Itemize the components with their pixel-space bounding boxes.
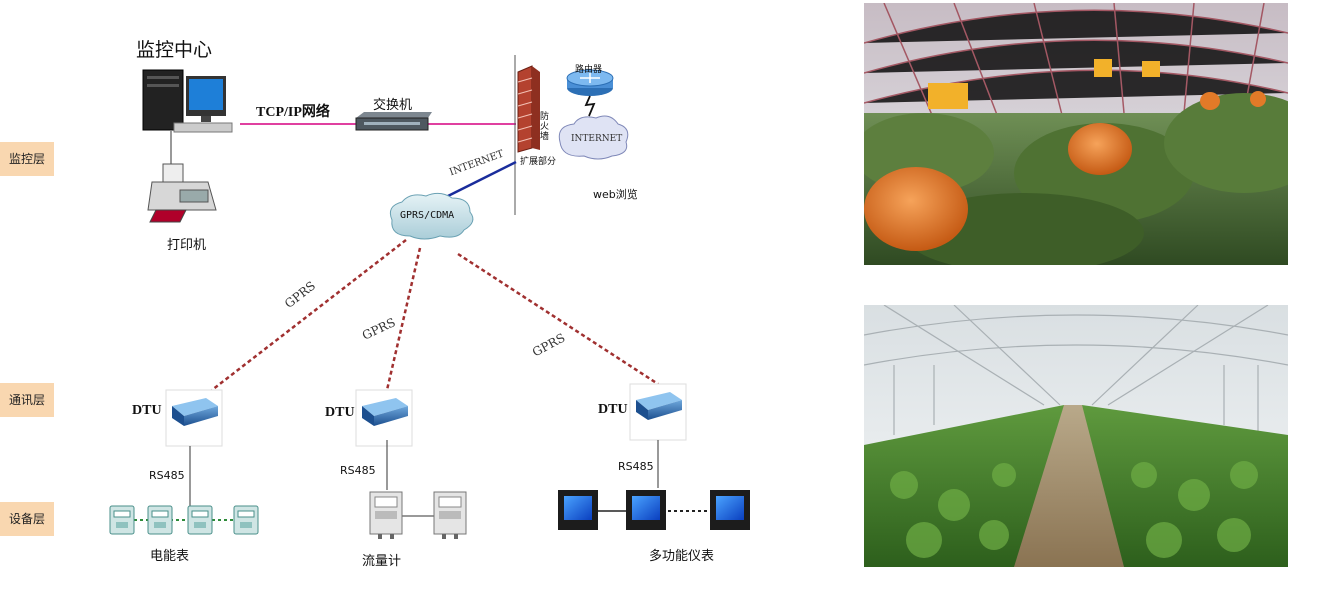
- flow-meter-2: [433, 491, 467, 539]
- firewall-icon: [517, 65, 540, 153]
- expansion-label: 扩展部分: [520, 157, 557, 167]
- dtu-device-3: [629, 383, 687, 441]
- web-label: web浏览: [593, 188, 638, 201]
- greenhouse-pumpkin-photo: [864, 3, 1288, 265]
- router-icon: [566, 69, 614, 96]
- multi-instrument-2: [626, 490, 666, 530]
- gprs-cloud-label: GPRS/CDMA: [400, 210, 455, 221]
- internet-cloud-icon: [558, 115, 629, 160]
- tcpip-label: TCP/IP网络: [256, 105, 330, 120]
- layer-tag-device-label: 设备层: [8, 512, 45, 526]
- printer-icon: [147, 163, 217, 223]
- gprs-cloud-icon: [389, 192, 474, 240]
- energy-meter-3: [187, 505, 213, 535]
- dtu-label-1: DTU: [132, 403, 162, 418]
- rs485-label-1: RS485: [149, 469, 185, 482]
- energy-meter-1: [109, 505, 135, 535]
- rs485-label-2: RS485: [340, 464, 376, 477]
- layer-tag-comm: 通讯层: [0, 383, 54, 417]
- monitor-center-title: 监控中心: [136, 39, 213, 61]
- energy-meter-label: 电能表: [150, 549, 190, 564]
- computer-icon: [142, 69, 233, 133]
- dtu-device-2: [355, 389, 413, 447]
- energy-meter-4: [233, 505, 259, 535]
- multi-instrument-3: [710, 490, 750, 530]
- layer-tag-comm-label: 通讯层: [8, 393, 45, 407]
- internet-cloud-label: INTERNET: [571, 134, 623, 144]
- flow-meter-label: 流量计: [362, 554, 402, 569]
- dtu-label-3: DTU: [598, 402, 628, 417]
- dtu-device-1: [165, 389, 223, 447]
- energy-meter-2: [147, 505, 173, 535]
- layer-tag-monitor: 监控层: [0, 142, 54, 176]
- dtu-label-2: DTU: [325, 405, 355, 420]
- energy-meter-icons: [109, 505, 259, 535]
- multi-instrument-1: [558, 490, 598, 530]
- layer-tag-monitor-label: 监控层: [8, 152, 45, 166]
- internet-link: [439, 160, 517, 202]
- wireless-link-icon: [584, 95, 596, 117]
- rs485-label-3: RS485: [618, 460, 654, 473]
- switch-label: 交换机: [373, 98, 413, 113]
- layer-tag-device: 设备层: [0, 502, 54, 536]
- firewall-label: 防火墙: [540, 112, 550, 142]
- router-label: 路由器: [575, 65, 603, 75]
- network-diagram: [109, 55, 750, 539]
- printer-label: 打印机: [167, 238, 207, 253]
- switch-icon: [355, 112, 432, 131]
- gprs-link-2: [385, 247, 422, 391]
- gprs-link-1: [211, 239, 407, 391]
- gprs-link-3: [457, 252, 659, 386]
- multi-instrument-label: 多功能仪表: [649, 549, 715, 564]
- greenhouse-vegetable-photo: [864, 305, 1288, 567]
- flow-meter-1: [369, 491, 403, 539]
